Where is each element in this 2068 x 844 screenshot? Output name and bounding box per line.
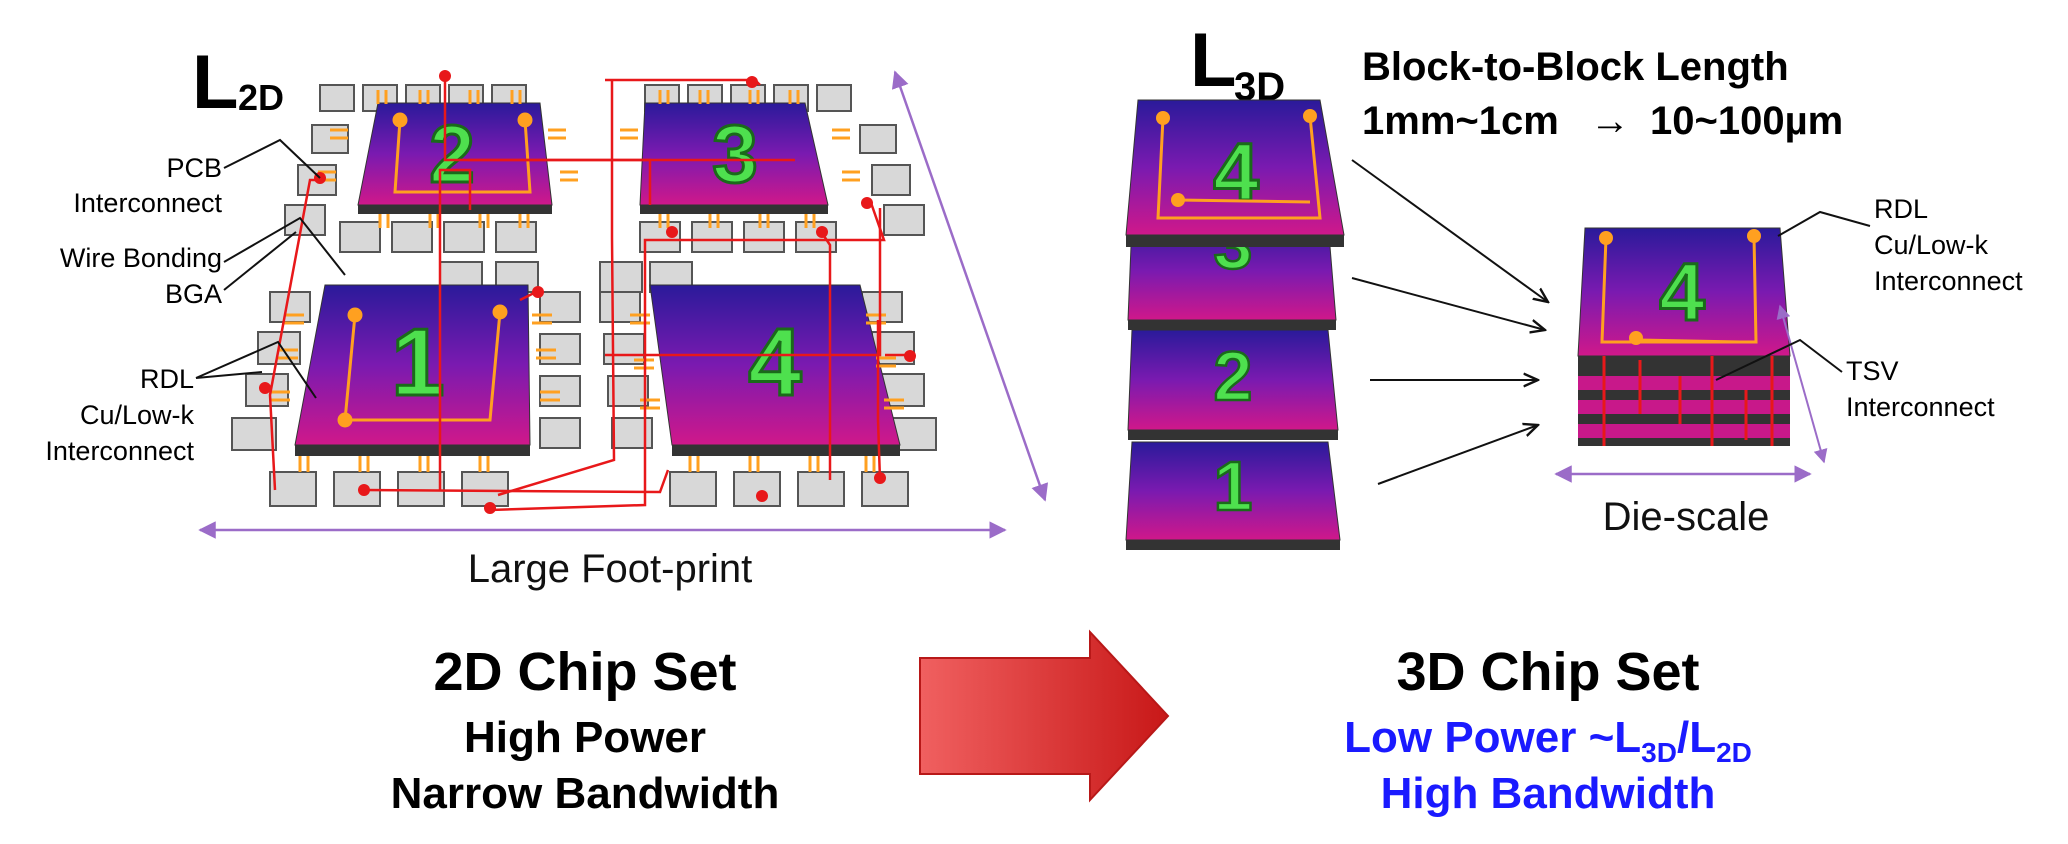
rdl-2d-label-line2: Cu/Low-k xyxy=(80,400,195,430)
block-length-title: Block-to-Block Length xyxy=(1362,45,1789,89)
rdl-2d-label-line3: Interconnect xyxy=(45,436,194,466)
bga-label: BGA xyxy=(165,279,222,309)
stack-layer-1: 1 xyxy=(1125,441,1341,550)
callout-leaders-3d xyxy=(1715,210,1871,381)
transition-arrow xyxy=(919,629,1170,803)
tsv-label-line2: Interconnect xyxy=(1846,392,1995,422)
pcb-label-line2: Interconnect xyxy=(73,188,222,218)
rdl-3d-label-line1: RDL xyxy=(1874,194,1928,224)
chipset-2d-line2: Narrow Bandwidth xyxy=(391,769,780,818)
l2d-symbol: L xyxy=(192,40,238,125)
chip-2d-2-number: 2 xyxy=(429,109,475,200)
chip-2d-2: 2 xyxy=(357,102,553,214)
rdl-3d-label-line3: Interconnect xyxy=(1874,266,2023,296)
chipset-3d-line2: High Bandwidth xyxy=(1381,769,1716,818)
low-power-sub-2d: 2D xyxy=(1716,737,1752,768)
l2d-subscript: 2D xyxy=(238,77,284,118)
stack-layer-4-number: 4 xyxy=(1213,127,1259,218)
block-length-to: 10~100µm xyxy=(1650,99,1843,143)
footprint-label: Large Foot-print xyxy=(468,547,753,591)
chip-2d-1-number: 1 xyxy=(391,309,444,416)
rdl-2d-label-line1: RDL xyxy=(140,364,194,394)
comparison-footer: 2D Chip Set High Power Narrow Bandwidth … xyxy=(391,629,1752,818)
callout-leaders-2d xyxy=(195,138,346,399)
rdl-3d-label-line2: Cu/Low-k xyxy=(1874,230,1989,260)
chipset-3d-illustration: L 3D Block-to-Block Length 1mm~1cm → 10~… xyxy=(1125,18,2023,550)
l3d-symbol: L xyxy=(1190,18,1236,103)
chip-2d-3-number: 3 xyxy=(712,109,758,200)
block-length-arrow: → xyxy=(1590,99,1630,143)
pcb-traces xyxy=(268,75,910,512)
chipset-3d-title: 3D Chip Set xyxy=(1396,642,1699,702)
block-length-from: 1mm~1cm xyxy=(1362,99,1559,143)
wire-bonds xyxy=(270,90,904,472)
low-power-prefix: Low Power ~L xyxy=(1344,713,1641,762)
chipset-3d-line1: Low Power ~L3D/L2D xyxy=(1344,713,1752,768)
stack-layer-2-number: 2 xyxy=(1214,337,1253,415)
pcb-label-line1: PCB xyxy=(166,153,222,183)
stacked-die: 4 xyxy=(1577,227,1791,446)
footprint-depth-arrow xyxy=(891,70,1049,502)
chip-2d-4-number: 4 xyxy=(748,309,801,416)
die-scale-height-arrow xyxy=(1776,304,1828,464)
tsv-vias xyxy=(1602,356,1774,446)
chip-2d-4: 4 xyxy=(649,284,901,456)
chipset-2d-line1: High Power xyxy=(464,713,706,762)
chipset-2d-illustration: 2 3 1 4 xyxy=(45,40,1049,591)
low-power-sub-3d: 3D xyxy=(1641,737,1677,768)
stacked-die-top-number: 4 xyxy=(1659,247,1705,338)
stack-layer-4: 4 xyxy=(1125,99,1345,247)
rdl-traces-2d xyxy=(337,112,533,428)
stack-layer-2: 2 xyxy=(1127,329,1339,440)
wire-bonding-label: Wire Bonding xyxy=(60,243,222,273)
tsv-label-line1: TSV xyxy=(1846,356,1899,386)
chip-2d-3: 3 xyxy=(639,102,829,214)
low-power-slash: /L xyxy=(1677,713,1716,762)
stack-merge-arrows xyxy=(1351,159,1548,485)
die-scale-label: Die-scale xyxy=(1603,495,1770,539)
stack-layer-1-number: 1 xyxy=(1214,447,1253,525)
chipset-2d-title: 2D Chip Set xyxy=(433,642,736,702)
